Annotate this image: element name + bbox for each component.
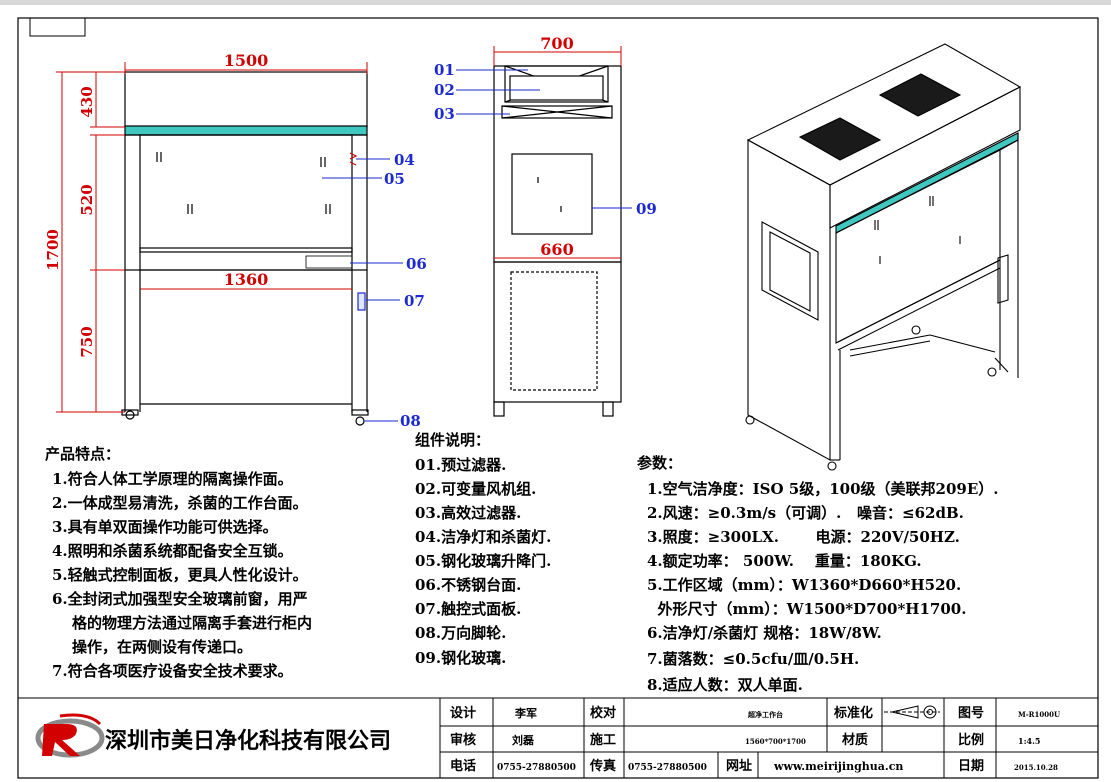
components-title: 组件说明：	[415, 431, 490, 449]
front-leaders	[322, 158, 403, 422]
callout-01: 01	[434, 61, 455, 79]
feature-item-6: 6.全封闭式加强型安全玻璃前窗，用严	[52, 590, 308, 608]
side-leaders	[456, 69, 632, 209]
component-04: 04.洁净灯和杀菌灯.	[415, 528, 551, 546]
tb-web-label: 网址	[726, 758, 752, 774]
tb-scale-value: 1:4.5	[1018, 736, 1040, 746]
feature-item-6b: 格的物理方法通过隔离手套进行柜内	[72, 614, 312, 632]
tb-date-value: 2015.10.28	[1014, 763, 1058, 772]
tb-drawing-no-label: 图号	[958, 706, 984, 721]
component-09: 09.钢化玻璃.	[415, 649, 506, 667]
components-block: 组件说明： 01.预过滤器. 02.可变量风机组. 03.高效过滤器. 04.洁…	[415, 431, 551, 667]
parameter-5: 5.工作区域（mm）：W1360*D660*H520.	[647, 576, 961, 594]
parameter-1: 1.空气洁净度：ISO 5级，100级（美联邦209E）.	[647, 480, 999, 498]
component-03: 03.高效过滤器.	[415, 504, 521, 522]
side-view	[493, 65, 622, 417]
callout-09: 09	[636, 200, 657, 218]
feature-item-4: 4.照明和杀菌系统都配备安全互锁。	[52, 542, 293, 560]
parameter-2: 2.风速：≥0.3m/s（可调）. 噪音：≤62dB.	[647, 504, 964, 522]
tb-phone-value: 0755-27880500	[497, 763, 576, 773]
component-06: 06.不锈钢台面.	[415, 576, 521, 594]
tb-fax-label: 传真	[589, 758, 616, 774]
tb-review-label: 审核	[450, 732, 476, 748]
company-logo	[35, 713, 105, 758]
parameter-6: 6.洁净灯/杀菌灯 规格：18W/8W.	[647, 624, 882, 642]
parameter-7: 7.菌落数：≤0.5cfu/皿/0.5H.	[647, 650, 859, 668]
parameters-title: 参数：	[637, 454, 682, 472]
parameters-block: 参数： 1.空气洁净度：ISO 5级，100级（美联邦209E）. 2.风速：≥…	[637, 454, 999, 694]
feature-item-5: 5.轻触式控制面板，更具人性化设计。	[52, 566, 308, 584]
dim-leg-height: 750	[78, 326, 96, 357]
callout-02: 02	[434, 81, 455, 99]
feature-item-1: 1.符合人体工学原理的隔离操作面。	[52, 470, 293, 488]
feature-item-6c: 操作，在两侧设有传递口。	[72, 638, 252, 656]
dim-canopy-height: 430	[78, 86, 96, 117]
projection-symbol	[884, 705, 940, 719]
tb-design-value: 李军	[514, 706, 537, 720]
tb-date-label: 日期	[958, 759, 984, 774]
tb-web-value: www.meirijinghua.cn	[773, 760, 903, 773]
isometric-view	[745, 43, 1022, 471]
company-name: 深圳市美日净化科技有限公司	[105, 728, 391, 754]
title-block-text: 设计 李军 校对 超净工作台 标准化 图号 M-R1000U 审核 刘磊 施工 …	[450, 705, 1060, 774]
tb-construct-label: 施工	[590, 732, 616, 748]
front-view	[121, 71, 369, 426]
parameter-4: 4.额定功率： 500W. 重量：180KG.	[647, 552, 922, 570]
tb-check-label: 校对	[590, 705, 616, 721]
dim-side-width: 700	[540, 34, 573, 53]
callout-05: 05	[384, 170, 405, 188]
component-05: 05.钢化玻璃升降门.	[415, 552, 551, 570]
component-02: 02.可变量风机组.	[415, 480, 536, 498]
tb-standard-label: 标准化	[833, 705, 873, 721]
corner-box	[29, 17, 86, 37]
parameter-3: 3.照度：≥300LX. 电源：220V/50HZ.	[647, 528, 960, 546]
tb-scale-label: 比例	[958, 732, 984, 748]
feature-item-7: 7.符合各项医疗设备安全技术要求。	[52, 662, 293, 680]
tb-product-name: 超净工作台	[748, 710, 783, 719]
dim-total-height: 1700	[44, 229, 62, 271]
dim-front-inner-width: 1360	[224, 270, 269, 289]
features-title: 产品特点：	[45, 445, 120, 463]
border-frame	[17, 17, 1099, 779]
tb-material-label: 材质	[842, 732, 868, 748]
tb-drawing-no: M-R1000U	[1018, 710, 1060, 719]
component-01: 01.预过滤器.	[415, 456, 506, 474]
features-block: 产品特点： 1.符合人体工学原理的隔离操作面。 2.一体成型易清洗，杀菌的工作台…	[45, 445, 312, 680]
feature-item-2: 2.一体成型易清洗，杀菌的工作台面。	[52, 494, 308, 512]
parameter-5b: 外形尺寸（mm）：W1500*D700*H1700.	[647, 600, 966, 618]
parameter-8: 8.适应人数：双人单面.	[647, 676, 803, 694]
callout-06: 06	[406, 255, 427, 273]
callout-08: 08	[400, 412, 421, 430]
callout-07: 07	[404, 292, 425, 310]
tb-review-value: 刘磊	[512, 733, 534, 747]
dim-window-height: 520	[78, 184, 96, 215]
tb-phone-label: 电话	[450, 758, 476, 774]
component-07: 07.触控式面板.	[415, 600, 521, 618]
callout-03: 03	[434, 105, 455, 123]
title-block-grid	[18, 697, 1098, 778]
dim-side-inner-width: 660	[540, 240, 573, 259]
tb-fax-value: 0755-27880500	[628, 763, 707, 773]
dim-front-width: 1500	[224, 51, 269, 70]
side-dimensions	[493, 46, 622, 259]
tb-design-label: 设计	[450, 705, 476, 721]
component-08: 08.万向脚轮.	[415, 624, 506, 642]
feature-item-3: 3.具有单双面操作功能可供选择。	[52, 518, 278, 536]
tb-size-spec: 1560*700*1700	[745, 737, 806, 746]
callout-04: 04	[394, 151, 415, 169]
front-dimensions	[56, 62, 368, 413]
